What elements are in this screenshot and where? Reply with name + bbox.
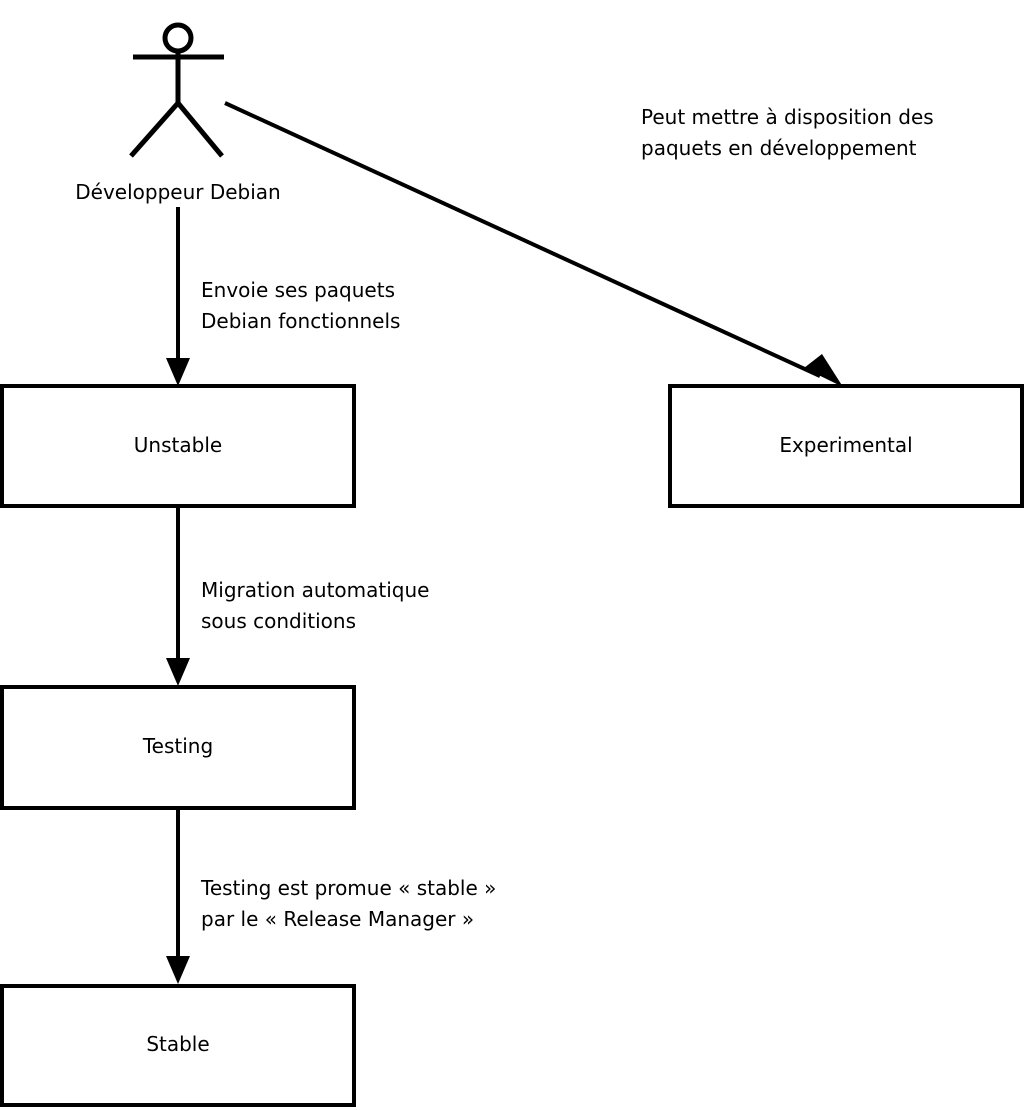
node-unstable[interactable]: Unstable bbox=[0, 384, 356, 508]
edge-label-line1: Testing est promue « stable » bbox=[200, 876, 496, 900]
actor-developpeur-debian[interactable]: Développeur Debian bbox=[75, 22, 281, 204]
arrow-head-icon bbox=[166, 358, 190, 386]
edge-label-line1: Envoie ses paquets bbox=[201, 278, 395, 302]
node-label: Experimental bbox=[779, 433, 912, 457]
node-label: Unstable bbox=[134, 433, 222, 457]
edge-label-line2: paquets en développement bbox=[641, 136, 917, 160]
edge-label-line1: Migration automatique bbox=[201, 578, 429, 602]
edge-testing-to-stable: Testing est promue « stable » par le « R… bbox=[166, 810, 496, 984]
node-label: Stable bbox=[146, 1032, 209, 1056]
arrow-head-icon bbox=[166, 956, 190, 984]
node-box bbox=[0, 984, 356, 1107]
node-label: Testing bbox=[142, 734, 213, 758]
edge-label-line1: Peut mettre à disposition des bbox=[641, 105, 934, 129]
node-stable[interactable]: Stable bbox=[0, 984, 356, 1107]
node-box bbox=[0, 685, 356, 810]
edge-unstable-to-testing: Migration automatique sous conditions bbox=[166, 508, 429, 686]
edge-line bbox=[224, 101, 821, 378]
edge-developpeur-to-experimental: Peut mettre à disposition des paquets en… bbox=[224, 101, 934, 387]
node-box bbox=[0, 384, 356, 508]
edge-label-line2: Debian fonctionnels bbox=[201, 309, 400, 333]
actor-head-icon bbox=[162, 22, 194, 54]
arrow-head-icon bbox=[804, 354, 843, 387]
node-testing[interactable]: Testing bbox=[0, 685, 356, 810]
actor-label: Développeur Debian bbox=[75, 180, 280, 204]
edge-label-line2: sous conditions bbox=[201, 609, 356, 633]
arrow-head-icon bbox=[166, 658, 190, 686]
node-box bbox=[668, 384, 1024, 508]
actor-right-leg-icon bbox=[176, 101, 224, 158]
edge-developpeur-to-unstable: Envoie ses paquets Debian fonctionnels bbox=[166, 207, 400, 386]
node-experimental[interactable]: Experimental bbox=[668, 384, 1024, 508]
edge-label-line2: par le « Release Manager » bbox=[201, 907, 474, 931]
actor-left-leg-icon bbox=[129, 101, 180, 158]
